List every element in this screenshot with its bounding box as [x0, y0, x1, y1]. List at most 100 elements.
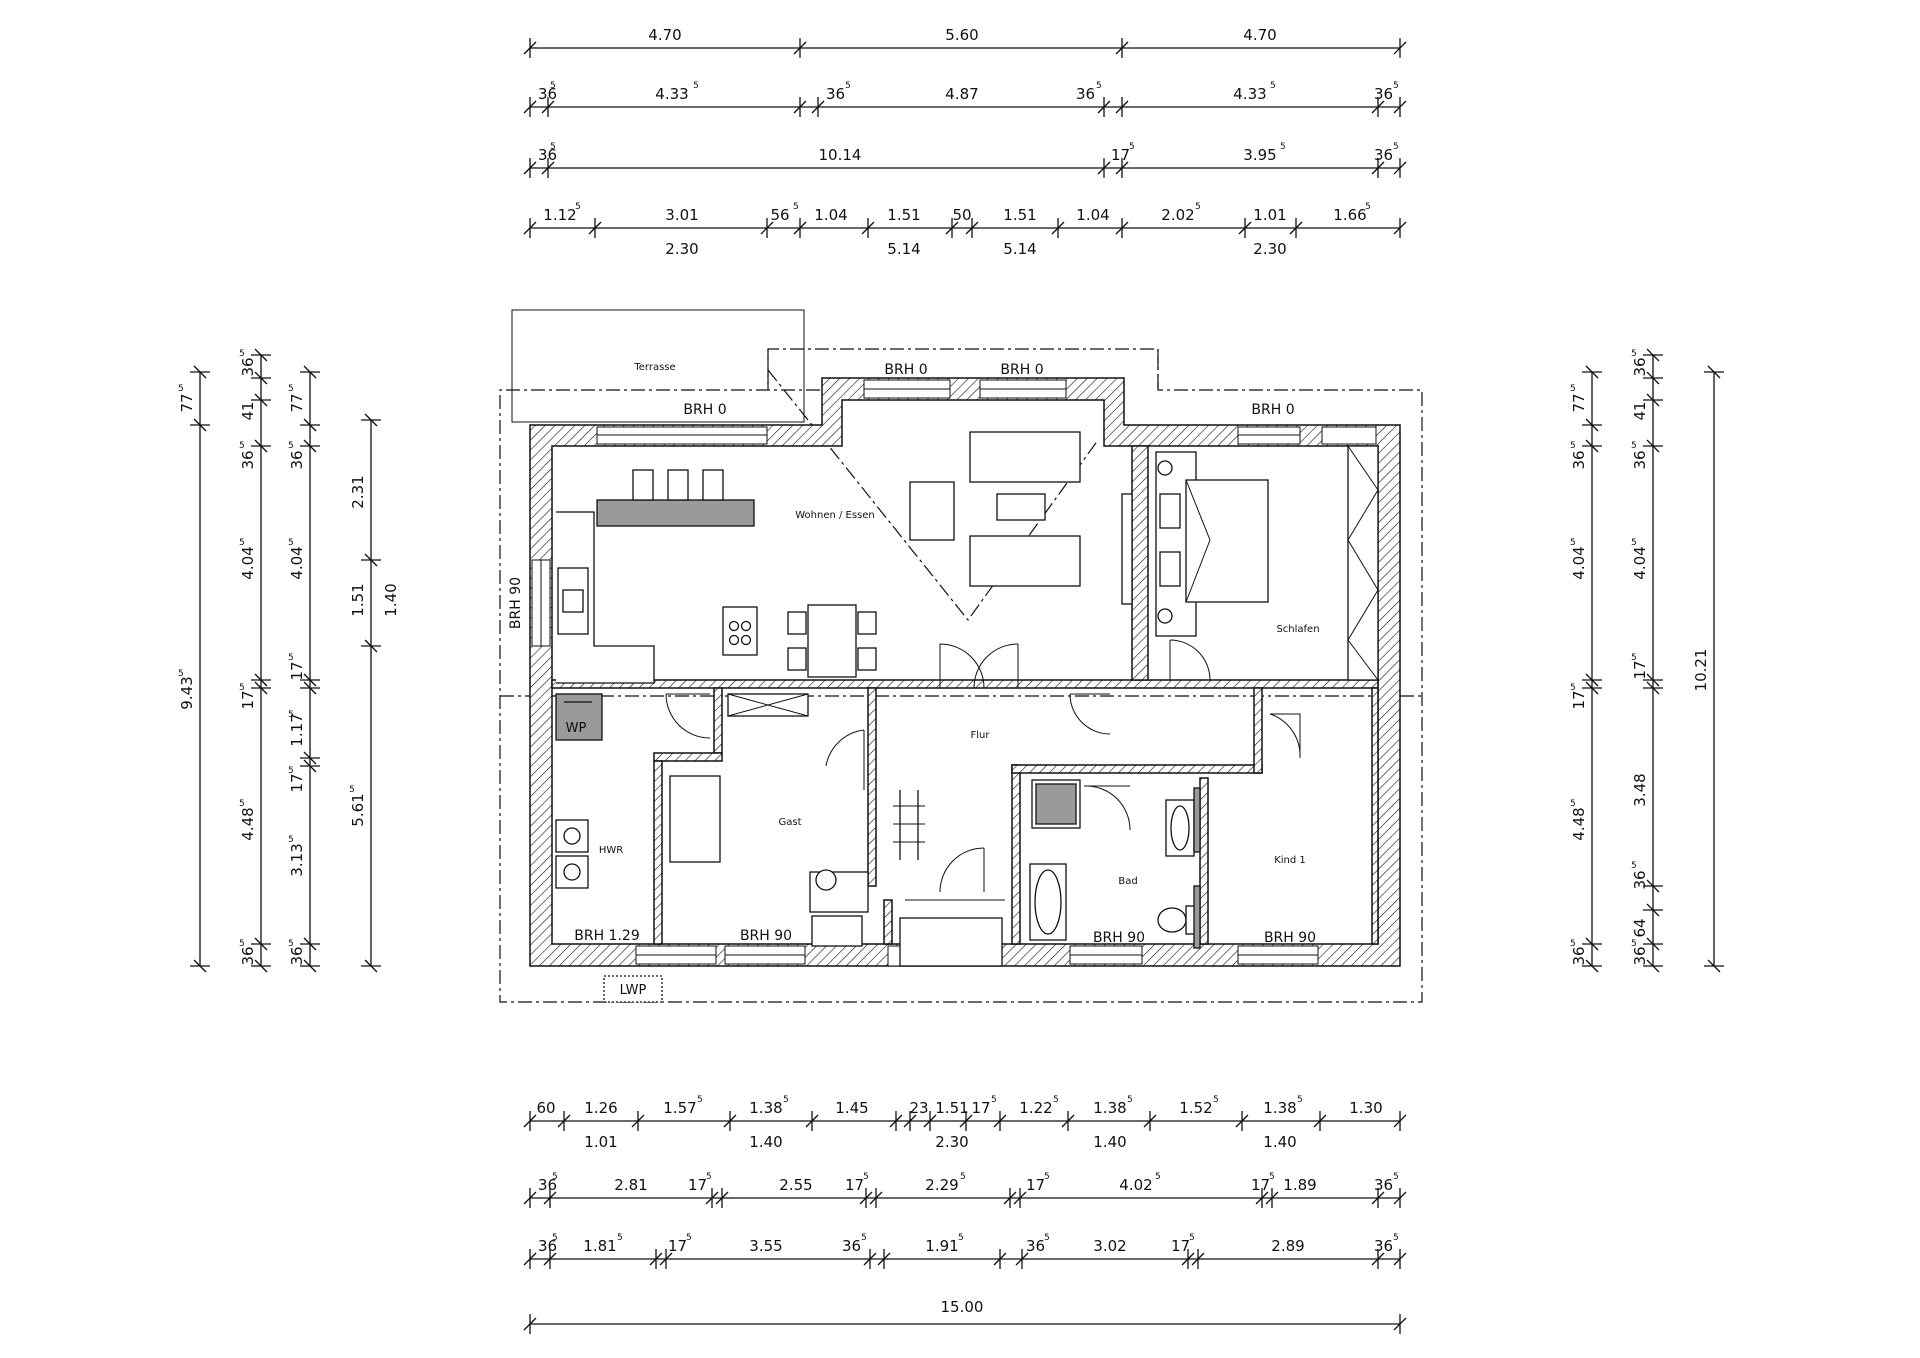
sup-5: 5 — [1365, 202, 1371, 212]
dimension-tick — [869, 1191, 883, 1205]
dimension-tick — [1051, 221, 1065, 235]
dimension-tick — [254, 439, 268, 453]
dimension-tick — [1003, 1191, 1017, 1205]
dimension-tick — [793, 100, 807, 114]
sup-5: 5 — [1127, 1095, 1133, 1105]
sup-5: 5 — [1393, 1172, 1399, 1182]
room-label-flur: Flur — [971, 730, 991, 741]
dim-bot-r1-13: 1.30 — [1349, 1099, 1382, 1117]
sup-5: 5 — [178, 669, 184, 679]
sup-5: 5 — [288, 538, 294, 548]
sup-5: 5 — [706, 1172, 712, 1182]
dimension-tick — [1585, 439, 1599, 453]
dim-bot-r1-3: 1.57 — [663, 1099, 696, 1117]
right-dimension-chains: 775 365 4.045 175 4.485 365 365 41 365 4… — [1570, 348, 1724, 973]
sup-5: 5 — [288, 384, 294, 394]
dim-left-c2-3: 36 — [239, 450, 257, 469]
dim-top-r4-4: 1.04 — [814, 206, 847, 224]
flur-furniture — [893, 790, 1003, 967]
dim-top-r4-5: 1.51 — [887, 206, 920, 224]
room-label-bad: Bad — [1118, 876, 1137, 887]
dim-left-c2-4: 4.04 — [239, 546, 257, 579]
dim-right-c2-8: 64 — [1631, 918, 1649, 937]
dim-top-r2-7: 36 — [1374, 85, 1393, 103]
sup-5: 5 — [693, 81, 699, 91]
dim-bot-r2-7: 17 — [1026, 1176, 1045, 1194]
dimension-tick — [659, 1252, 673, 1266]
dimension-tick — [193, 365, 207, 379]
sup-5: 5 — [552, 1233, 558, 1243]
sup-5: 5 — [178, 384, 184, 394]
brh-label-schlafen: BRH 0 — [1251, 402, 1294, 418]
bathroom-furniture — [1029, 779, 1201, 949]
sup-5: 5 — [550, 81, 556, 91]
sup-5: 5 — [288, 441, 294, 451]
dimension-tick — [364, 553, 378, 567]
dimension-tick — [1255, 1191, 1269, 1205]
sup-5: 5 — [1393, 142, 1399, 152]
room-label-terrasse: Terrasse — [633, 362, 675, 373]
dim-top-r3-2: 10.14 — [819, 146, 862, 164]
dim-top-r4-2: 3.01 — [665, 206, 698, 224]
dim-bot-r3-6: 1.91 — [925, 1237, 958, 1255]
brh-label-west: BRH 90 — [508, 577, 524, 629]
sup-5: 5 — [1270, 81, 1276, 91]
sup-5: 5 — [1189, 1233, 1195, 1243]
dimension-tick — [1646, 673, 1660, 687]
dimension-tick — [1646, 879, 1660, 893]
dimension-tick — [631, 1114, 645, 1128]
sup-5: 5 — [991, 1095, 997, 1105]
dimension-tick — [1265, 1191, 1279, 1205]
dimension-tick — [715, 1191, 729, 1205]
dimension-tick — [254, 371, 268, 385]
dimension-tick — [541, 100, 555, 114]
dimension-tick — [254, 393, 268, 407]
dim-top-r2-3: 36 — [826, 85, 845, 103]
dimension-tick — [1371, 100, 1385, 114]
sup-5: 5 — [958, 1233, 964, 1243]
sup-5: 5 — [550, 142, 556, 152]
dimension-tick — [1646, 959, 1660, 973]
dimension-tick — [557, 1114, 571, 1128]
dim-left-c4-3: 5.61 — [349, 793, 367, 826]
lwp-label: LWP — [620, 983, 647, 998]
dimension-tick — [193, 418, 207, 432]
dim-top-r4b-4: 2.30 — [1253, 240, 1286, 258]
sup-5: 5 — [1631, 939, 1637, 949]
dimension-tick — [523, 41, 537, 55]
sup-5: 5 — [1195, 202, 1201, 212]
sup-5: 5 — [1631, 653, 1637, 663]
dim-top-r4-9: 2.02 — [1161, 206, 1194, 224]
dim-bot-r1-6: 23 — [909, 1099, 928, 1117]
dim-left-c2-6: 4.48 — [239, 807, 257, 840]
dimension-tick — [959, 1114, 973, 1128]
dimension-tick — [303, 673, 317, 687]
dimension-tick — [303, 439, 317, 453]
dim-right-c2-3: 36 — [1631, 450, 1649, 469]
dim-right-c3-1: 10.21 — [1692, 649, 1710, 692]
dim-top-r3-4: 3.95 — [1243, 146, 1276, 164]
sup-5: 5 — [1570, 683, 1576, 693]
dimension-tick — [993, 1114, 1007, 1128]
dim-bot-r1-9: 1.22 — [1019, 1099, 1052, 1117]
sup-5: 5 — [288, 939, 294, 949]
dimension-tick — [364, 639, 378, 653]
sup-5: 5 — [1129, 142, 1135, 152]
dim-top-r1-3: 4.70 — [1243, 26, 1276, 44]
sup-5: 5 — [288, 710, 294, 720]
dimension-tick — [1646, 348, 1660, 362]
dimension-tick — [1143, 1114, 1157, 1128]
dimension-tick — [889, 1114, 903, 1128]
dimension-tick — [543, 1191, 557, 1205]
dimension-tick — [523, 1252, 537, 1266]
dimension-tick — [523, 1114, 537, 1128]
sup-5: 5 — [1044, 1172, 1050, 1182]
dim-bot-r3-2: 1.81 — [583, 1237, 616, 1255]
dimension-tick — [1646, 393, 1660, 407]
room-label-wohnen: Wohnen / Essen — [795, 510, 875, 521]
dim-right-c1-3: 4.04 — [1570, 546, 1588, 579]
dimension-tick — [1646, 439, 1660, 453]
dim-right-c2-2: 41 — [1631, 401, 1649, 420]
dim-right-c1-1: 77 — [1570, 393, 1588, 412]
dim-left-c3-6: 17 — [288, 773, 306, 792]
